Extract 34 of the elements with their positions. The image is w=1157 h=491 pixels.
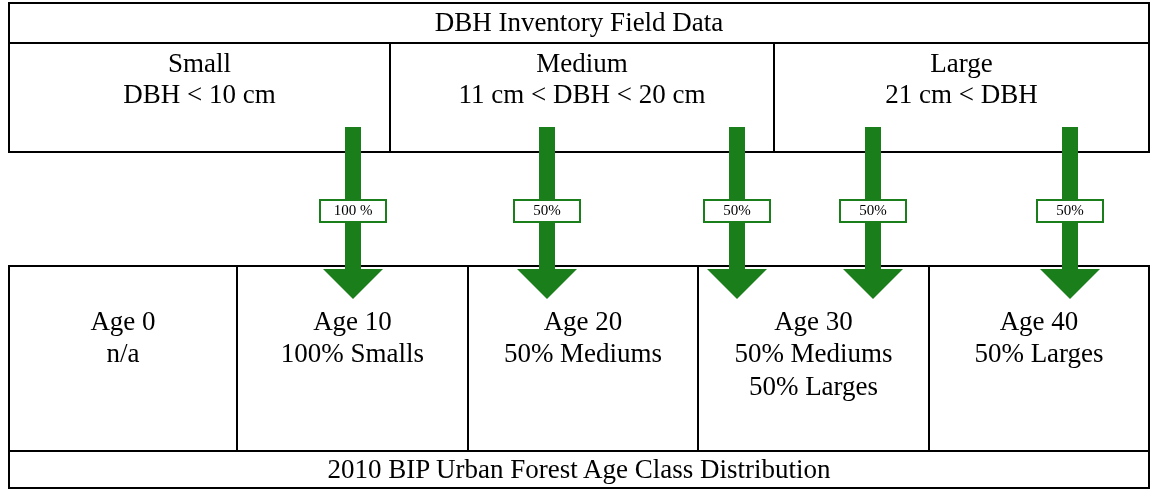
box-text: 100% Smalls — [280, 337, 425, 370]
edge-label: 100 % — [319, 199, 387, 223]
arrow — [707, 127, 767, 299]
box-heading: DBH Inventory Field Data — [434, 8, 724, 38]
edge-label: 50% — [839, 199, 907, 223]
title-band — [8, 2, 1150, 44]
edge-label: 50% — [703, 199, 771, 223]
category-box — [8, 42, 391, 153]
edge-label: 50% — [1036, 199, 1104, 223]
box-heading: Age 10 — [313, 305, 392, 338]
box-heading: Age 20 — [543, 305, 623, 338]
box-heading: Age 0 — [90, 305, 156, 338]
box-heading: Age 30 — [774, 305, 853, 338]
box-text: 50% Larges — [974, 337, 1104, 370]
arrow — [843, 127, 903, 299]
footer-band — [8, 450, 1150, 489]
box-heading: Large — [930, 48, 993, 80]
edge-label: 50% — [513, 199, 581, 223]
box-text: 50% Mediums 50% Larges — [733, 337, 894, 403]
box-text: 21 cm < DBH — [885, 79, 1038, 111]
category-box — [773, 42, 1150, 153]
box-heading: Medium — [536, 48, 628, 80]
arrow — [517, 127, 577, 299]
box-text: DBH < 10 cm — [123, 79, 276, 111]
arrow — [1040, 127, 1100, 299]
age-class-box — [8, 265, 238, 452]
box-heading: 2010 BIP Urban Forest Age Class Distribution — [327, 454, 831, 485]
box-text: n/a — [106, 337, 140, 370]
box-heading: Age 40 — [999, 305, 1079, 338]
age-class-box — [928, 265, 1150, 452]
box-heading: Small — [168, 48, 231, 80]
box-text: 50% Mediums — [503, 337, 663, 370]
arrow — [323, 127, 383, 299]
box-text: 11 cm < DBH < 20 cm — [458, 79, 706, 111]
